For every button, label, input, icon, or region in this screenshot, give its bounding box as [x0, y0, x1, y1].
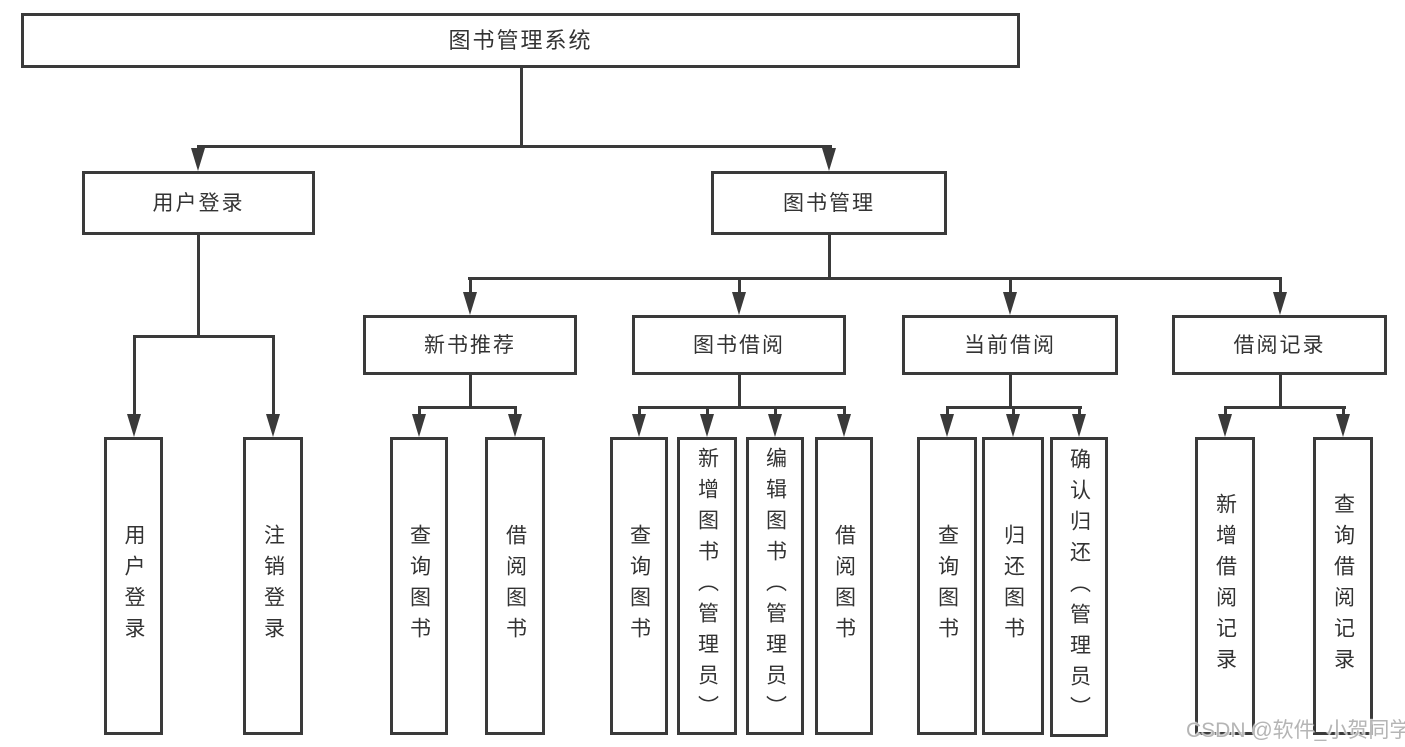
node-label: 查询借阅记录	[1331, 493, 1355, 679]
connector-line	[774, 406, 777, 416]
node-new-book-recommend: 新书推荐	[363, 315, 577, 375]
connector-line	[197, 145, 832, 148]
node-leaf-cb-return-books: 归还图书	[982, 437, 1044, 735]
connector-line	[638, 406, 846, 409]
node-leaf-bb-edit-books: 编辑图书（管理员）	[746, 437, 804, 735]
connector-line	[1279, 375, 1282, 409]
connector-line	[843, 406, 846, 416]
arrow-down-icon	[768, 414, 782, 437]
connector-line	[1279, 277, 1282, 295]
node-label: 查询图书	[627, 524, 651, 648]
node-leaf-logout: 注销登录	[243, 437, 303, 735]
arrow-down-icon	[508, 414, 522, 437]
connector-line	[133, 335, 136, 416]
node-current-borrow: 当前借阅	[902, 315, 1118, 375]
connector-line	[706, 406, 709, 416]
node-book-management: 图书管理	[711, 171, 947, 235]
node-label: 用户登录	[122, 524, 145, 648]
node-leaf-br-add-record: 新增借阅记录	[1195, 437, 1255, 735]
node-label: 借阅图书	[503, 524, 527, 648]
node-book-borrow: 图书借阅	[632, 315, 846, 375]
arrow-down-icon	[266, 414, 280, 437]
connector-line	[638, 406, 641, 416]
connector-line	[1224, 406, 1346, 409]
arrow-down-icon	[822, 148, 836, 171]
node-label: 借阅记录	[1233, 333, 1326, 357]
connector-line	[738, 375, 741, 409]
connector-line	[469, 375, 472, 409]
node-leaf-bb-borrow-books: 借阅图书	[815, 437, 873, 735]
connector-line	[1078, 406, 1081, 416]
arrow-down-icon	[412, 414, 426, 437]
connector-line	[828, 234, 831, 280]
arrow-down-icon	[732, 292, 746, 315]
node-label: 图书管理	[783, 191, 875, 215]
connector-line	[738, 277, 741, 295]
arrow-down-icon	[1072, 414, 1086, 437]
node-label: 注销登录	[261, 524, 285, 648]
arrow-down-icon	[700, 414, 714, 437]
connector-line	[1009, 375, 1012, 409]
node-leaf-bb-query-books: 查询图书	[610, 437, 668, 735]
connector-line	[418, 406, 421, 416]
node-label: 新增图书（管理员）	[695, 446, 719, 726]
arrow-down-icon	[463, 292, 477, 315]
node-label: 归还图书	[1001, 524, 1025, 648]
connector-line	[1009, 277, 1012, 295]
node-label: 图书借阅	[693, 333, 785, 357]
node-user-login: 用户登录	[82, 171, 315, 235]
connector-line	[1224, 406, 1227, 416]
arrow-down-icon	[191, 148, 205, 171]
node-root: 图书管理系统	[21, 13, 1020, 68]
node-label: 借阅图书	[832, 524, 856, 648]
node-leaf-bb-add-books: 新增图书（管理员）	[677, 437, 737, 735]
node-label: 新增借阅记录	[1213, 493, 1237, 679]
connector-line	[468, 277, 1282, 280]
connector-line	[514, 406, 517, 416]
node-label: 新书推荐	[424, 333, 516, 357]
node-label: 查询图书	[935, 524, 959, 648]
arrow-down-icon	[1003, 292, 1017, 315]
node-leaf-user-login: 用户登录	[104, 437, 163, 735]
node-label: 图书管理系统	[448, 27, 593, 53]
node-leaf-rec-borrow-books: 借阅图书	[485, 437, 545, 735]
connector-line	[1012, 406, 1015, 416]
connector-line	[197, 234, 200, 337]
connector-line	[520, 68, 523, 147]
node-label: 编辑图书（管理员）	[763, 446, 787, 726]
node-borrow-records: 借阅记录	[1172, 315, 1387, 375]
arrow-down-icon	[940, 414, 954, 437]
connector-line	[1342, 406, 1345, 416]
node-leaf-rec-query-books: 查询图书	[390, 437, 448, 735]
node-label: 查询图书	[407, 524, 431, 648]
node-leaf-cb-confirm-return: 确认归还（管理员）	[1050, 437, 1108, 737]
node-leaf-br-query-record: 查询借阅记录	[1313, 437, 1373, 735]
node-label: 用户登录	[152, 191, 245, 215]
arrow-down-icon	[1006, 414, 1020, 437]
node-label: 确认归还（管理员）	[1067, 447, 1091, 727]
arrow-down-icon	[632, 414, 646, 437]
connector-line	[469, 277, 472, 295]
node-leaf-cb-query-books: 查询图书	[917, 437, 977, 735]
arrow-down-icon	[1336, 414, 1350, 437]
connector-line	[133, 335, 275, 338]
arrow-down-icon	[127, 414, 141, 437]
connector-line	[946, 406, 949, 416]
connector-line	[272, 335, 275, 416]
arrow-down-icon	[1273, 292, 1287, 315]
csdn-watermark: CSDN @软件_小贺同学	[1186, 719, 1405, 742]
connector-line	[418, 406, 517, 409]
node-label: 当前借阅	[964, 333, 1056, 357]
arrow-down-icon	[837, 414, 851, 437]
arrow-down-icon	[1218, 414, 1232, 437]
